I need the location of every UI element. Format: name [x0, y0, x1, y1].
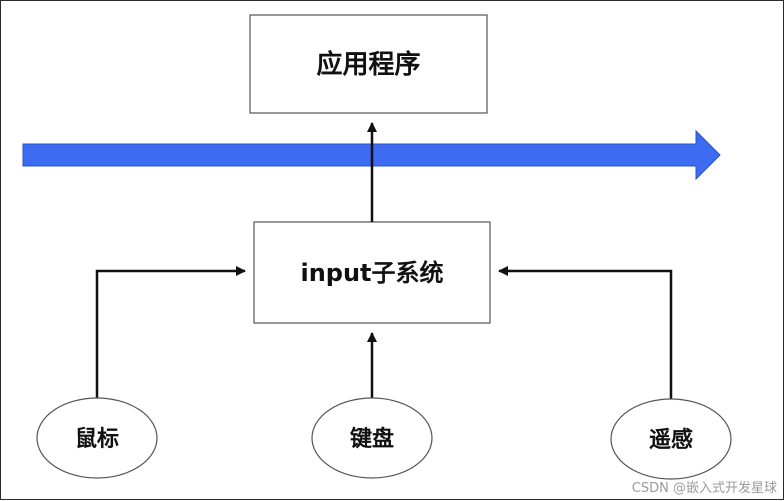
watermark-text: CSDN @嵌入式开发星球 — [632, 480, 777, 496]
remote-node: 遥感 — [610, 398, 732, 480]
app-box — [249, 14, 488, 114]
mouse-ellipse — [36, 397, 158, 479]
keyboard-node: 键盘 — [311, 397, 433, 479]
app-label: 应用程序 — [316, 49, 420, 80]
arrow-remote-to-input — [498, 266, 673, 399]
keyboard-label: 键盘 — [350, 426, 394, 452]
remote-ellipse — [610, 398, 732, 480]
input-subsystem-label: input子系统 — [300, 259, 443, 287]
app-node: 应用程序 — [249, 14, 488, 114]
mouse-node: 鼠标 — [36, 397, 158, 479]
mouse-label: 鼠标 — [75, 426, 119, 452]
input-subsystem-box — [253, 221, 491, 324]
keyboard-ellipse — [311, 397, 433, 479]
remote-label: 遥感 — [649, 427, 693, 453]
input-subsystem-node: input子系统 — [253, 221, 491, 324]
arrow-mouse-to-input — [95, 266, 246, 398]
